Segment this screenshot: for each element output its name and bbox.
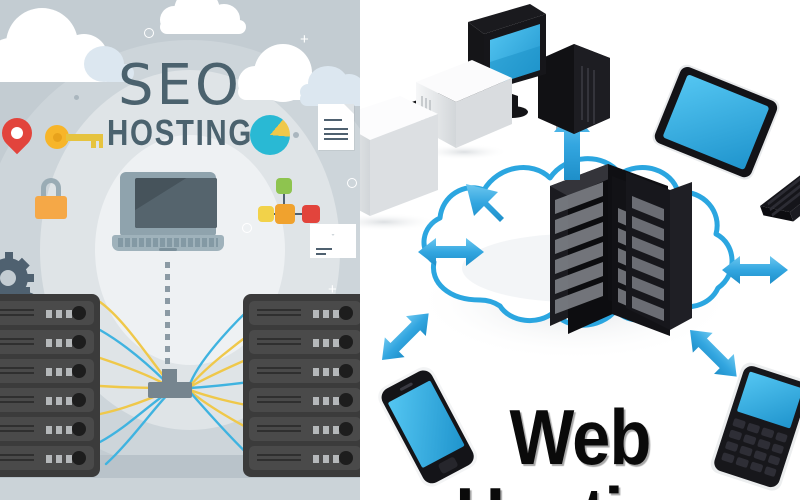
server-unit [0, 446, 94, 470]
node-yellow [258, 206, 274, 222]
sparkle-icon: + [300, 31, 309, 48]
hosting-subtitle: HOSTING [107, 112, 253, 153]
blackberry-phone-device [710, 362, 800, 491]
cable-connector [148, 382, 192, 398]
server-unit [0, 301, 94, 325]
server-rack-left [0, 294, 100, 477]
cloud-icon [300, 72, 360, 106]
server-unit [249, 417, 360, 441]
sparkle-icon: + [328, 281, 337, 298]
laptop-icon [112, 172, 224, 262]
tablet-device [652, 64, 780, 180]
map-pin-icon [0, 111, 39, 160]
network-nodes-icon [258, 178, 322, 230]
arrow-left [418, 238, 484, 266]
key-icon [45, 125, 103, 149]
left-panel-seo-hosting: + + SEO HOSTING [0, 0, 360, 500]
pie-chart-icon [250, 115, 290, 155]
server-unit [249, 301, 360, 325]
server-unit [0, 359, 94, 383]
decorative-dot [74, 95, 79, 100]
server-unit [249, 330, 360, 354]
server-unit [0, 417, 94, 441]
decorative-dot [293, 132, 299, 138]
node-green [276, 178, 292, 194]
server-unit [249, 359, 360, 383]
node-red [302, 205, 320, 223]
server-rack-right [243, 294, 360, 477]
laptop-device [760, 161, 800, 222]
cable-connector-stem [162, 369, 177, 384]
floor-band-lower [0, 478, 360, 500]
arrow-top-left [466, 184, 504, 222]
padlock-icon [35, 178, 67, 219]
arrow-right-mid [722, 256, 788, 284]
cloud-hosting-diagram [360, 4, 800, 491]
decorative-ring [347, 178, 357, 188]
server-unit [0, 330, 94, 354]
server-unit [249, 446, 360, 470]
envelope-icon [310, 224, 356, 258]
decorative-ring [144, 28, 154, 38]
seo-title: SEO [117, 53, 242, 118]
server-unit [0, 388, 94, 412]
arrow-bottom-left [382, 313, 429, 360]
server-unit [249, 388, 360, 412]
node-orange [275, 204, 295, 224]
cloud-icon [0, 8, 138, 82]
connection-dashed-line [165, 262, 170, 380]
smartphone-device [378, 367, 478, 487]
document-icon [318, 104, 354, 150]
web-hosting-title: Web Hosting [455, 393, 705, 500]
cloud-icon [160, 0, 250, 36]
arrow-bottom-right [690, 330, 737, 377]
server-box-device [360, 96, 438, 231]
right-panel-web-hosting: Web Hosting [360, 0, 800, 500]
decorative-ring [242, 223, 252, 233]
